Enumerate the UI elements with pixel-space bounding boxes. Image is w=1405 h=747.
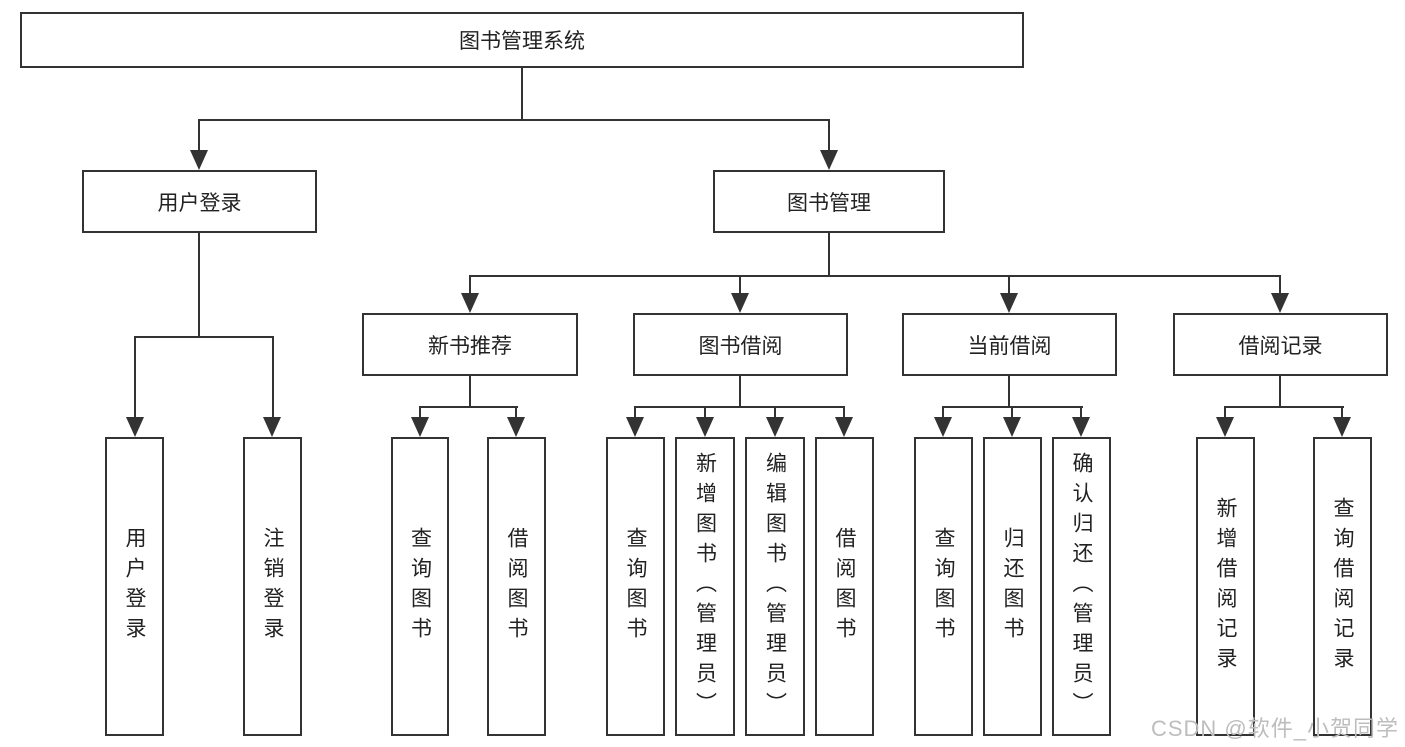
leaf-current-confirm-return-admin: 确认归还（管理员） [1052,437,1111,736]
arrowhead-br-query [1333,417,1351,437]
leaf-user-login: 用户登录 [105,437,164,736]
leaf-borrowing-add-books-admin: 新增图书（管理员） [675,437,735,736]
node-current-borrowing: 当前借阅 [902,313,1117,376]
connector-root-stem [521,68,523,119]
connector-drop-nb-borrow [515,406,517,421]
connector-borrow-records-stem [1279,376,1281,406]
leaf-records-query-record: 查询借阅记录 [1313,437,1372,736]
leaf-current-return-books: 归还图书 [983,437,1042,736]
arrowhead-bb-borrow [835,417,853,437]
arrowhead-nb-query [411,417,429,437]
leaf-borrowing-query-books: 查询图书 [606,437,665,736]
connector-drop-book-management [828,119,830,154]
connector-drop-new-book [469,275,471,297]
node-user-login: 用户登录 [82,170,317,233]
connector-current-borrow-stem [1008,376,1010,406]
connector-drop-br-query [1341,406,1343,421]
leaf-records-add-record: 新增借阅记录 [1196,437,1255,736]
connector-book-borrow-stem [739,376,741,406]
arrowhead-new-book [461,293,479,313]
node-new-book-recommendation: 新书推荐 [362,313,578,376]
connector-drop-leaf-user-login [134,336,136,421]
connector-drop-cb-confirm [1080,406,1082,421]
arrowhead-borrow-records [1271,293,1289,313]
arrowhead-leaf-logout [263,417,281,437]
csdn-watermark: CSDN @软件_小贺同学 [1150,716,1399,741]
arrowhead-cb-confirm [1072,417,1090,437]
connector-drop-current-borrow [1008,275,1010,297]
leaf-logout: 注销登录 [243,437,302,736]
leaf-borrowing-edit-books-admin: 编辑图书（管理员） [745,437,805,736]
node-root-library-management-system: 图书管理系统 [20,12,1024,68]
arrowhead-bb-query [626,417,644,437]
connector-book-borrow-rail [634,406,845,408]
arrowhead-cb-return [1003,417,1021,437]
connector-drop-br-add [1224,406,1226,421]
connector-drop-cb-return [1011,406,1013,421]
connector-new-book-rail [419,406,518,408]
leaf-newbook-borrow-books: 借阅图书 [487,437,546,736]
connector-drop-cb-query [942,406,944,421]
connector-drop-bb-borrow [843,406,845,421]
connector-drop-bb-edit [774,406,776,421]
arrowhead-bb-edit [766,417,784,437]
connector-drop-leaf-logout [272,336,274,421]
connector-user-login-stem [198,233,200,336]
connector-root-rail [198,119,830,121]
leaf-current-query-books: 查询图书 [914,437,973,736]
connector-drop-user-login [198,119,200,154]
arrowhead-br-add [1216,417,1234,437]
node-book-borrowing: 图书借阅 [633,313,848,376]
connector-user-login-rail [134,336,274,338]
connector-book-management-rail [469,275,1281,277]
arrowhead-current-borrow [1000,293,1018,313]
connector-drop-borrow-records [1279,275,1281,297]
arrowhead-cb-query [934,417,952,437]
connector-drop-nb-query [419,406,421,421]
connector-drop-bb-add [704,406,706,421]
leaf-borrowing-borrow-books: 借阅图书 [815,437,874,736]
node-borrowing-records: 借阅记录 [1173,313,1388,376]
arrowhead-user-login [190,150,208,170]
arrowhead-book-borrow [731,293,749,313]
connector-drop-bb-query [634,406,636,421]
arrowhead-nb-borrow [507,417,525,437]
arrowhead-leaf-user-login [126,417,144,437]
arrowhead-book-management [820,150,838,170]
connector-book-management-stem [828,233,830,275]
arrowhead-bb-add [696,417,714,437]
connector-borrow-records-rail [1224,406,1344,408]
connector-drop-book-borrow [739,275,741,297]
node-book-management: 图书管理 [713,170,945,233]
connector-new-book-stem [469,376,471,406]
leaf-newbook-query-books: 查询图书 [391,437,449,736]
